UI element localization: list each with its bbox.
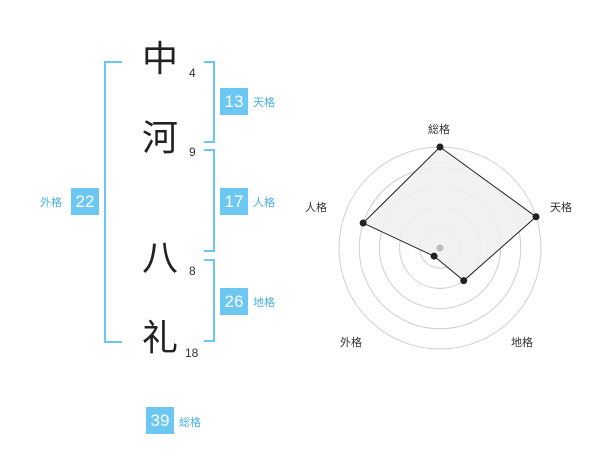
gaikaku-bracket: [104, 61, 122, 343]
gaikaku-label: 外格: [40, 196, 62, 209]
radar-point: [430, 252, 438, 260]
radar-label-chikaku: 地格: [511, 336, 533, 349]
radar-label-tenkaku: 天格: [550, 201, 572, 214]
radar-label-soukaku: 総格: [428, 123, 450, 136]
radar-polygon: [362, 146, 537, 282]
jinkaku-badge: 17: [220, 188, 248, 215]
jinkaku-label: 人格: [253, 196, 275, 209]
radar-point: [532, 213, 540, 221]
radar-point: [460, 277, 468, 285]
chikaku-label: 地格: [253, 296, 275, 309]
name-char-4: 礼: [142, 318, 179, 359]
chikaku-badge: 26: [220, 288, 248, 315]
stroke-count-1: 4: [189, 66, 196, 80]
soukaku-badge: 39: [146, 407, 174, 434]
name-char-2: 河: [142, 118, 179, 159]
tenkaku-label: 天格: [253, 96, 275, 109]
name-char-3: 八: [142, 238, 179, 279]
stroke-count-2: 9: [189, 145, 196, 159]
name-char-1: 中: [142, 39, 179, 80]
radar-label-gaikaku: 外格: [340, 336, 362, 349]
radar-point: [359, 219, 367, 227]
soukaku-label: 総格: [179, 416, 201, 429]
gaikaku-badge: 22: [71, 188, 99, 215]
radar-point: [436, 143, 444, 151]
chikaku-bracket: [204, 259, 215, 342]
tenkaku-badge: 13: [220, 88, 248, 115]
stroke-count-3: 8: [189, 264, 196, 278]
jinkaku-bracket: [204, 149, 215, 252]
radar-label-jinkaku: 人格: [305, 201, 327, 214]
stroke-count-4: 18: [185, 346, 199, 360]
tenkaku-bracket: [204, 61, 215, 143]
radar-center-dot: [436, 244, 444, 252]
